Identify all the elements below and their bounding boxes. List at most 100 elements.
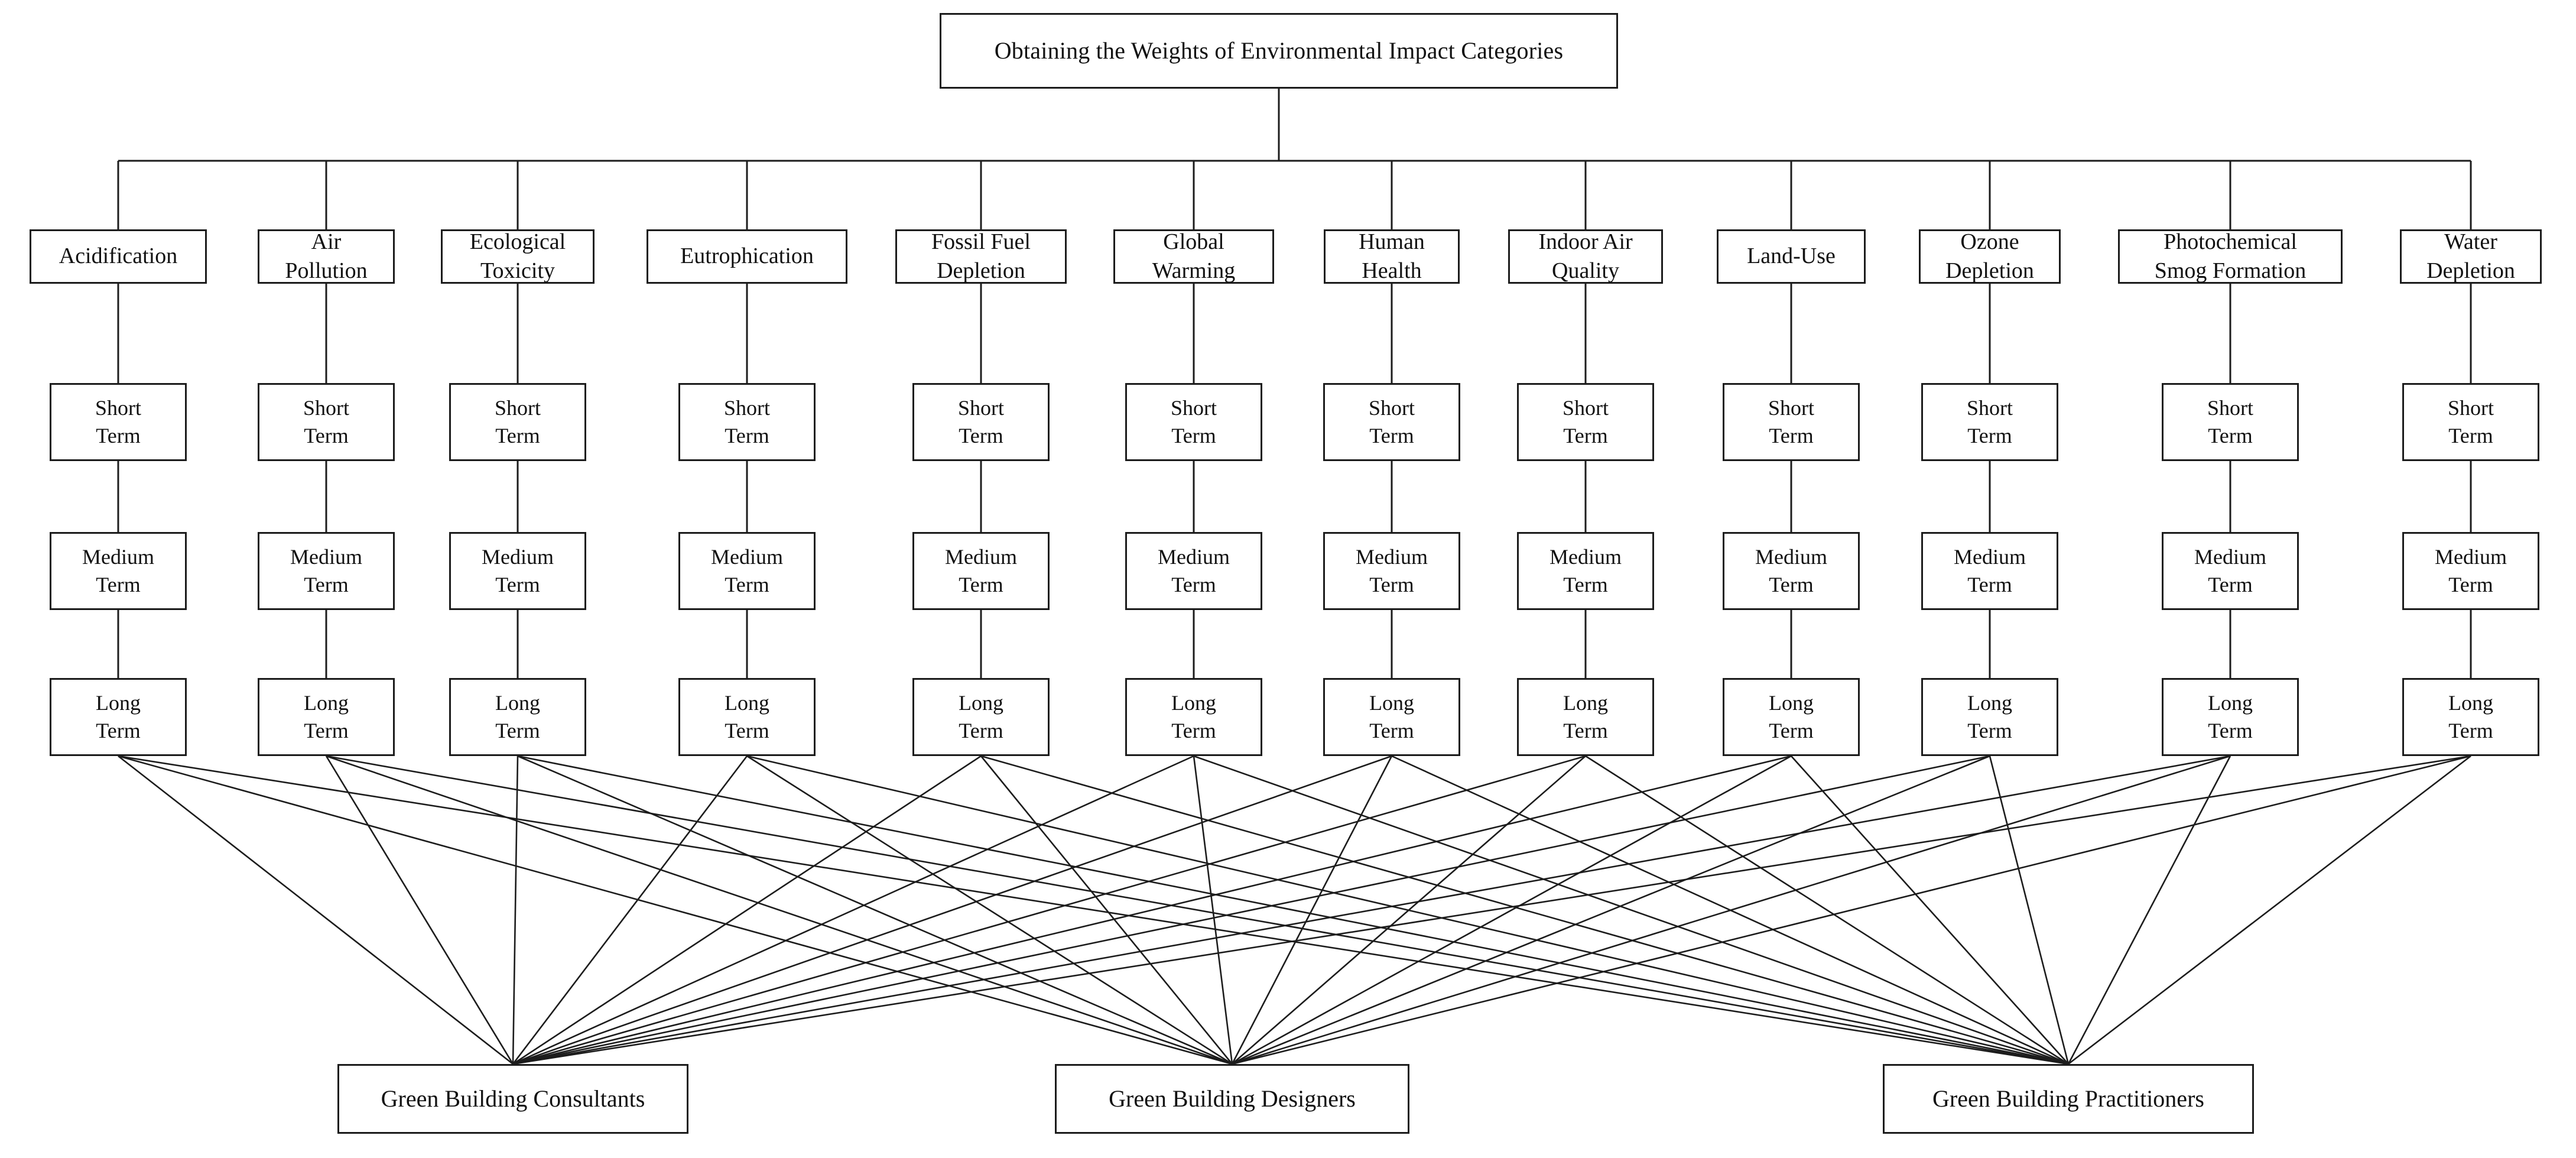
phase-node-medium-6[interactable]: Medium Term bbox=[1323, 532, 1460, 610]
phase-node-long-5[interactable]: Long Term bbox=[1125, 678, 1262, 756]
phase-node-long-1-label: Long Term bbox=[304, 691, 349, 742]
phase-node-medium-4[interactable]: Medium Term bbox=[912, 532, 1050, 610]
fan-line-c0-a2 bbox=[118, 755, 2069, 1065]
fan-line-c9-a0 bbox=[512, 755, 1990, 1065]
phase-node-medium-5[interactable]: Medium Term bbox=[1125, 532, 1262, 610]
phase-node-short-8[interactable]: Short Term bbox=[1723, 383, 1860, 461]
category-node-6[interactable]: Human Health bbox=[1324, 229, 1460, 284]
category-node-11[interactable]: Water Depletion bbox=[2400, 229, 2542, 284]
phase-node-short-3-label: Short Term bbox=[723, 396, 770, 447]
actor-node-2-label: Green Building Practitioners bbox=[1932, 1085, 2204, 1112]
category-node-10[interactable]: Photochemical Smog Formation bbox=[2118, 229, 2343, 284]
phase-node-medium-8-label: Medium Term bbox=[1755, 545, 1827, 596]
phase-node-long-4[interactable]: Long Term bbox=[912, 678, 1050, 756]
fan-line-c6-a2 bbox=[1391, 755, 2069, 1065]
root-node[interactable]: Obtaining the Weights of Environmental I… bbox=[940, 13, 1618, 89]
fan-line-c7-a2 bbox=[1585, 755, 2069, 1065]
phase-node-short-4[interactable]: Short Term bbox=[912, 383, 1050, 461]
category-node-5[interactable]: Global Warming bbox=[1113, 229, 1274, 284]
fan-line-c4-a2 bbox=[980, 755, 2069, 1065]
phase-node-short-8-label: Short Term bbox=[1768, 396, 1814, 447]
phase-node-long-10[interactable]: Long Term bbox=[2162, 678, 2299, 756]
actor-node-2[interactable]: Green Building Practitioners bbox=[1883, 1064, 2254, 1134]
category-node-7[interactable]: Indoor Air Quality bbox=[1508, 229, 1663, 284]
phase-node-long-8[interactable]: Long Term bbox=[1723, 678, 1860, 756]
phase-node-medium-9[interactable]: Medium Term bbox=[1921, 532, 2058, 610]
phase-node-long-5-label: Long Term bbox=[1171, 691, 1216, 742]
phase-node-long-0[interactable]: Long Term bbox=[50, 678, 187, 756]
phase-node-medium-2-label: Medium Term bbox=[482, 545, 554, 596]
fan-line-c11-a2 bbox=[2068, 755, 2471, 1065]
category-node-8-label: Land-Use bbox=[1747, 244, 1836, 269]
phase-node-short-9-label: Short Term bbox=[1966, 396, 2013, 447]
fan-line-c8-a1 bbox=[1232, 755, 1792, 1065]
phase-node-medium-7[interactable]: Medium Term bbox=[1517, 532, 1654, 610]
phase-node-long-7[interactable]: Long Term bbox=[1517, 678, 1654, 756]
phase-node-short-10-label: Short Term bbox=[2207, 396, 2253, 447]
category-node-2-label: Ecological Toxicity bbox=[469, 229, 566, 283]
fan-line-c10-a0 bbox=[512, 755, 2231, 1065]
fan-line-c1-a2 bbox=[326, 755, 2069, 1065]
phase-node-long-8-label: Long Term bbox=[1769, 691, 1814, 742]
phase-node-medium-2[interactable]: Medium Term bbox=[449, 532, 586, 610]
phase-node-short-0[interactable]: Short Term bbox=[50, 383, 187, 461]
fan-line-c4-a1 bbox=[980, 755, 1233, 1065]
phase-node-long-11[interactable]: Long Term bbox=[2402, 678, 2539, 756]
phase-node-short-11[interactable]: Short Term bbox=[2402, 383, 2539, 461]
category-node-2[interactable]: Ecological Toxicity bbox=[441, 229, 595, 284]
fan-line-c2-a2 bbox=[517, 755, 2069, 1065]
category-node-3-label: Eutrophication bbox=[680, 244, 814, 269]
fan-line-c2-a0 bbox=[512, 755, 519, 1065]
fan-line-c10-a1 bbox=[1232, 755, 2231, 1065]
phase-node-short-3[interactable]: Short Term bbox=[678, 383, 816, 461]
fan-line-c7-a1 bbox=[1232, 755, 1586, 1065]
phase-node-long-10-label: Long Term bbox=[2208, 691, 2253, 742]
category-node-1[interactable]: Air Pollution bbox=[258, 229, 395, 284]
actor-node-1[interactable]: Green Building Designers bbox=[1055, 1064, 1409, 1134]
phase-node-medium-0-label: Medium Term bbox=[82, 545, 154, 596]
category-node-6-label: Human Health bbox=[1359, 229, 1425, 283]
phase-node-short-1[interactable]: Short Term bbox=[258, 383, 395, 461]
phase-node-short-5[interactable]: Short Term bbox=[1125, 383, 1262, 461]
category-node-8[interactable]: Land-Use bbox=[1717, 229, 1866, 284]
phase-node-short-7[interactable]: Short Term bbox=[1517, 383, 1654, 461]
fan-line-c9-a1 bbox=[1232, 755, 1990, 1065]
fan-line-c1-a0 bbox=[325, 755, 514, 1065]
phase-node-medium-10[interactable]: Medium Term bbox=[2162, 532, 2299, 610]
fan-line-c1-a1 bbox=[326, 755, 1233, 1065]
phase-node-medium-0[interactable]: Medium Term bbox=[50, 532, 187, 610]
phase-node-short-10[interactable]: Short Term bbox=[2162, 383, 2299, 461]
actor-node-0[interactable]: Green Building Consultants bbox=[337, 1064, 688, 1134]
phase-node-long-7-label: Long Term bbox=[1563, 691, 1608, 742]
phase-node-long-1[interactable]: Long Term bbox=[258, 678, 395, 756]
category-node-10-label: Photochemical Smog Formation bbox=[2154, 229, 2307, 283]
fan-line-c11-a0 bbox=[512, 755, 2471, 1065]
category-node-3[interactable]: Eutrophication bbox=[647, 229, 847, 284]
phase-node-medium-8[interactable]: Medium Term bbox=[1723, 532, 1860, 610]
phase-node-short-6[interactable]: Short Term bbox=[1323, 383, 1460, 461]
phase-node-medium-1[interactable]: Medium Term bbox=[258, 532, 395, 610]
category-node-4[interactable]: Fossil Fuel Depletion bbox=[895, 229, 1067, 284]
category-node-0[interactable]: Acidification bbox=[30, 229, 207, 284]
fan-line-c8-a0 bbox=[512, 755, 1792, 1065]
phase-node-medium-11[interactable]: Medium Term bbox=[2402, 532, 2539, 610]
phase-node-long-3-label: Long Term bbox=[725, 691, 769, 742]
category-node-9[interactable]: Ozone Depletion bbox=[1919, 229, 2061, 284]
phase-node-long-4-label: Long Term bbox=[959, 691, 1003, 742]
phase-node-long-9[interactable]: Long Term bbox=[1921, 678, 2058, 756]
phase-node-long-6[interactable]: Long Term bbox=[1323, 678, 1460, 756]
fan-line-c6-a0 bbox=[512, 755, 1392, 1065]
fan-line-c5-a2 bbox=[1193, 755, 2069, 1065]
phase-node-long-3[interactable]: Long Term bbox=[678, 678, 816, 756]
phase-node-medium-3-label: Medium Term bbox=[711, 545, 783, 596]
phase-node-long-2[interactable]: Long Term bbox=[449, 678, 586, 756]
phase-node-short-9[interactable]: Short Term bbox=[1921, 383, 2058, 461]
phase-node-medium-3[interactable]: Medium Term bbox=[678, 532, 816, 610]
phase-node-long-0-label: Long Term bbox=[96, 691, 141, 742]
phase-node-short-4-label: Short Term bbox=[957, 396, 1004, 447]
phase-node-medium-4-label: Medium Term bbox=[945, 545, 1017, 596]
phase-node-medium-5-label: Medium Term bbox=[1158, 545, 1230, 596]
root-node-label: Obtaining the Weights of Environmental I… bbox=[994, 37, 1564, 64]
phase-node-short-2[interactable]: Short Term bbox=[449, 383, 586, 461]
